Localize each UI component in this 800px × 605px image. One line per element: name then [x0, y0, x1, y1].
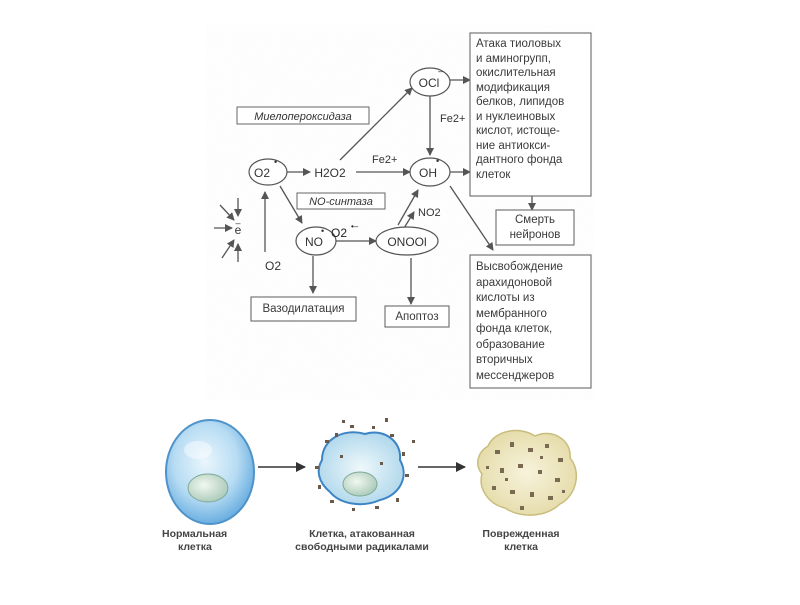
release-line-5: фонда клеток, [476, 323, 553, 335]
scheme-svg: Миелопероксидаза NO-синтаза O2 • H2O2 OC… [205, 25, 595, 400]
vasodilation-box [250, 296, 357, 322]
apoptosis-box-text: Апоптоз [395, 311, 439, 323]
nitrogen-dioxide-label: NO2 [418, 207, 441, 219]
attacked-caption-line-2: свободными радикалами [295, 541, 429, 553]
arrow-onoo-to-no2 [403, 211, 415, 229]
release-line-8: мессенджеров [476, 369, 555, 382]
no-synthase-label: NO-синтаза [309, 196, 373, 208]
nitric-oxide-label: NO [305, 235, 323, 249]
arrow-in-upper-left [219, 204, 235, 221]
damaged-caption-line-2: клетка [504, 541, 538, 553]
peroxynitrite-label: ONOOl [387, 235, 426, 249]
superoxide-ellipse [248, 158, 288, 186]
hypochlorite-ellipse [409, 67, 451, 97]
attack-line-2: и аминогрупп, [476, 52, 551, 65]
electron-bar: – [235, 218, 240, 228]
oxygen-label: O2 [265, 259, 281, 273]
arrow-oh-to-release [449, 185, 494, 251]
normal-caption-line-2: клетка [178, 541, 212, 553]
release-line-3: кислоты из [476, 292, 535, 304]
attack-line-1: Атака тиоловых [476, 38, 562, 50]
attack-box [469, 32, 592, 197]
attack-line-6: и нуклеиновых [476, 110, 556, 123]
myeloperoxidase-label: Миелопероксидаза [254, 111, 352, 123]
superoxide-overlay-label: O2 [331, 226, 347, 240]
nitric-oxide-dot: • [321, 226, 324, 236]
attacked-caption-line-1: Клетка, атакованная [309, 528, 415, 540]
nitric-oxide-ellipse [295, 226, 337, 256]
arrow-onoo-to-oh [397, 189, 419, 226]
superoxide-overlay-charge: •– [351, 222, 359, 231]
peroxynitrite-ellipse [375, 226, 439, 256]
hypochlorite-label: OCl [419, 76, 440, 90]
hydroxyl-ellipse [409, 157, 451, 187]
h2o2-label: H2O2 [314, 166, 346, 180]
myeloperoxidase-box [236, 106, 370, 125]
iron-label-1: Fe2+ [440, 113, 465, 125]
death-line-1: Смерть [514, 214, 555, 226]
arrow-in-lower-left [221, 239, 235, 259]
electron-label: e [235, 223, 242, 237]
normal-caption-line-1: Нормальная [162, 528, 228, 540]
death-box [495, 209, 575, 246]
hypochlorite-charge: – [438, 66, 443, 76]
vasodilation-box-text: Вазодилатация [262, 303, 345, 315]
death-box-text: Смерть нейронов [496, 213, 574, 242]
superoxide-dot: • [274, 157, 277, 167]
death-line-2: нейронов [509, 228, 561, 241]
attack-line-7: кислот, истоще- [476, 125, 560, 137]
release-line-4: мембранного [476, 307, 547, 320]
cells-svg [150, 410, 590, 560]
release-line-1: Высвобождение [476, 261, 563, 273]
attack-box-text: Атака тиоловых и аминогрупп, окислительн… [476, 37, 589, 182]
attack-line-5: белков, липидов [476, 96, 565, 108]
damaged-cell [477, 429, 578, 516]
release-box [469, 254, 592, 389]
normal-cell [165, 419, 255, 525]
arrow-superoxide-to-no [279, 185, 303, 224]
attacked-cell-caption: Клетка, атакованная свободными радикалам… [276, 528, 448, 554]
arrow-h2o2-to-ocl [339, 87, 413, 161]
attack-line-8: ние антиокси- [476, 139, 551, 152]
attack-line-3: окислительная [476, 67, 556, 79]
release-line-6: образование [476, 338, 545, 351]
damaged-cell-caption: Поврежденная клетка [470, 528, 572, 554]
release-line-2: арахидоновой [476, 276, 553, 289]
apoptosis-box [384, 305, 450, 328]
cell-illustration: Нормальная клетка Клетка, атакованная св… [0, 400, 800, 600]
attacked-cell [315, 418, 415, 511]
release-line-7: вторичных [476, 354, 533, 366]
superoxide-label: O2 [254, 166, 270, 180]
normal-cell-caption: Нормальная клетка [162, 528, 227, 554]
iron-label-2: Fe2+ [372, 154, 397, 166]
damaged-caption-line-1: Поврежденная [482, 528, 560, 540]
attack-line-9: дантного фонда [476, 154, 563, 166]
hydroxyl-dot: • [436, 156, 439, 166]
hydroxyl-label: OH [419, 166, 437, 180]
no-synthase-box [296, 192, 386, 210]
attack-line-4: модификация [476, 81, 550, 94]
ros-scheme: Миелопероксидаза NO-синтаза O2 • H2O2 OC… [205, 25, 595, 400]
attack-line-10: клеток [476, 168, 511, 181]
release-box-text: Высвобождение арахидоновой кислоты из ме… [476, 260, 589, 384]
